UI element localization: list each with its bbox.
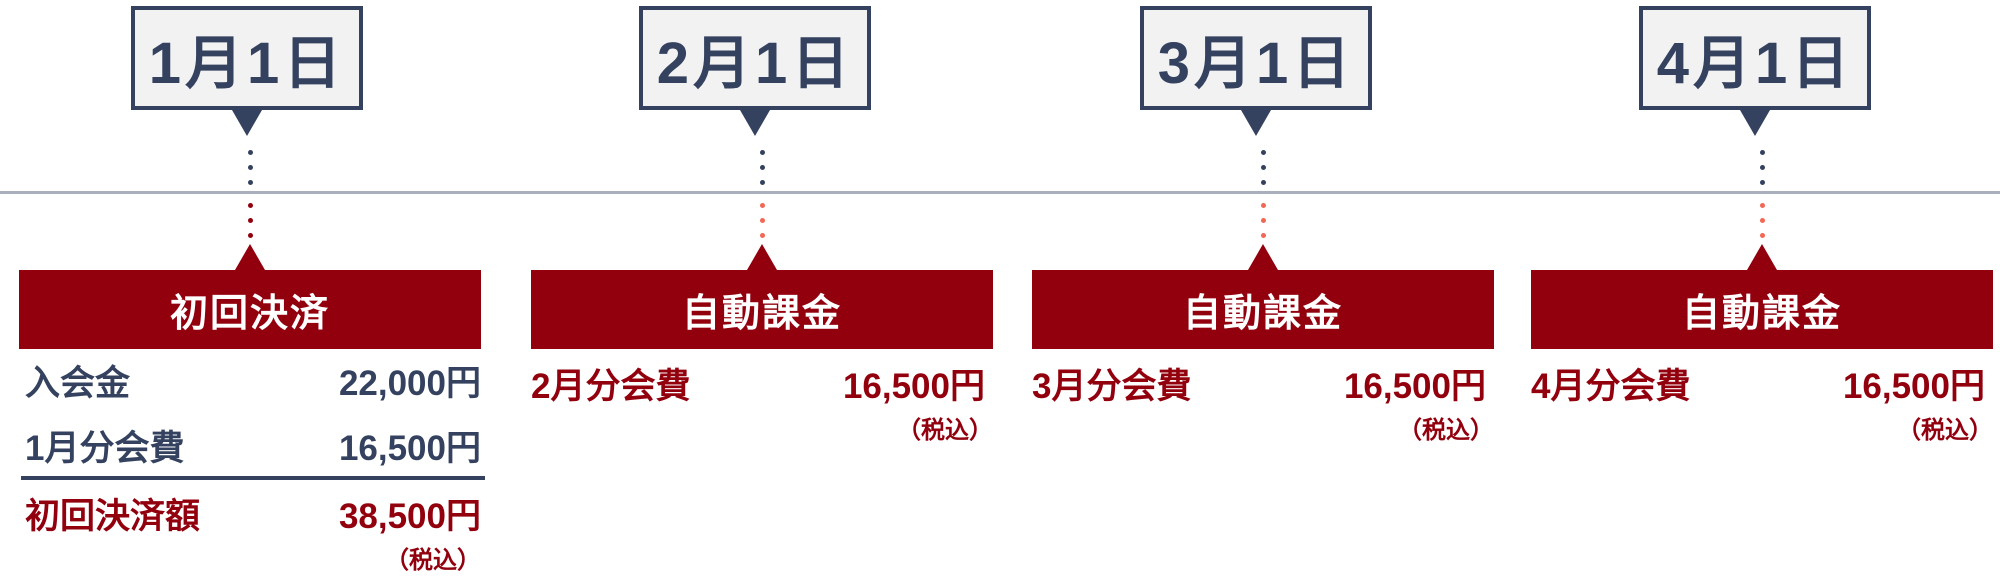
- payment-header: 初回決済: [19, 244, 481, 349]
- connector-dot: [1760, 203, 1765, 208]
- connector-dot: [760, 150, 765, 155]
- fee-amount: 16,500円: [842, 366, 985, 406]
- fee-row: 3月分会費 16,500円: [1032, 358, 1486, 408]
- date-text: 2月1日: [656, 31, 854, 96]
- connector-dot: [1261, 203, 1266, 208]
- header-text: 自動課金: [1182, 293, 1343, 335]
- date-label: 3月1日: [1140, 6, 1372, 136]
- connector-dot: [1261, 150, 1266, 155]
- connector-dot: [760, 233, 765, 238]
- connector-dot: [248, 165, 253, 170]
- payment-header: 自動課金: [531, 244, 993, 349]
- pointer-up-icon: [1747, 244, 1777, 270]
- connector-dot: [760, 218, 765, 223]
- connector-dot: [1261, 180, 1266, 185]
- tax-note: （税込）: [1398, 417, 1494, 444]
- fee-label: 2月分会費: [531, 366, 691, 406]
- total-divider: [21, 476, 485, 480]
- connector-dot: [1261, 233, 1266, 238]
- fee-label: 3月分会費: [1032, 366, 1192, 406]
- pointer-down-icon: [1241, 110, 1271, 136]
- fee-label: 4月分会費: [1531, 366, 1691, 406]
- date-label: 1月1日: [131, 6, 363, 136]
- connector-dot: [1760, 150, 1765, 155]
- connector-dot: [1261, 165, 1266, 170]
- tax-note: （税込）: [385, 547, 481, 574]
- fee-row: 2月分会費 16,500円: [531, 358, 985, 408]
- pointer-down-icon: [740, 110, 770, 136]
- connector-dot: [248, 150, 253, 155]
- header-text: 自動課金: [681, 293, 842, 335]
- fee-row: 入会金 22,000円: [25, 355, 481, 405]
- connector-dot: [760, 165, 765, 170]
- fee-label: 1月分会費: [25, 428, 185, 468]
- date-text: 1月1日: [148, 31, 346, 96]
- header-text: 初回決済: [169, 293, 330, 335]
- tax-note: （税込）: [1897, 417, 1993, 444]
- fee-row: 4月分会費 16,500円: [1531, 358, 1985, 408]
- pointer-down-icon: [1740, 110, 1770, 136]
- fee-amount: 22,000円: [338, 363, 481, 403]
- connector-dot: [1261, 218, 1266, 223]
- connector-dot: [1760, 233, 1765, 238]
- connector-dot: [760, 203, 765, 208]
- total-row: 初回決済額 38,500円: [25, 488, 481, 538]
- total-amount: 38,500円: [338, 496, 481, 536]
- pointer-up-icon: [235, 244, 265, 270]
- connector-dot: [760, 180, 765, 185]
- payment-header: 自動課金: [1032, 244, 1494, 349]
- connector-dot: [1760, 165, 1765, 170]
- date-text: 3月1日: [1157, 31, 1355, 96]
- connector-dot: [1760, 218, 1765, 223]
- timeline-column-apr: 4月1日 自動課金 4月分会費 16,500円 （税込）: [1531, 0, 1993, 586]
- pointer-up-icon: [1248, 244, 1278, 270]
- date-label: 2月1日: [639, 6, 871, 136]
- timeline-column-jan: 1月1日 初回決済 入会金 22,000円 1月分会費 16,500円 初回決済額 3…: [19, 0, 485, 586]
- pointer-up-icon: [747, 244, 777, 270]
- fee-amount: 16,500円: [338, 428, 481, 468]
- tax-note: （税込）: [897, 417, 993, 444]
- fee-row: 1月分会費 16,500円: [25, 420, 481, 470]
- total-label: 初回決済額: [25, 496, 201, 536]
- pointer-down-icon: [232, 110, 262, 136]
- timeline-column-feb: 2月1日 自動課金 2月分会費 16,500円 （税込）: [531, 0, 993, 586]
- fee-amount: 16,500円: [1343, 366, 1486, 406]
- connector-dot: [248, 203, 253, 208]
- date-text: 4月1日: [1656, 31, 1854, 96]
- header-text: 自動課金: [1681, 293, 1842, 335]
- timeline-column-mar: 3月1日 自動課金 3月分会費 16,500円 （税込）: [1032, 0, 1494, 586]
- date-label: 4月1日: [1639, 6, 1871, 136]
- fee-label: 入会金: [25, 363, 131, 403]
- timeline-axis: [0, 191, 2000, 194]
- fee-amount: 16,500円: [1842, 366, 1985, 406]
- connector-dot: [248, 233, 253, 238]
- connector-dot: [248, 218, 253, 223]
- payment-header: 自動課金: [1531, 244, 1993, 349]
- connector-dot: [248, 180, 253, 185]
- connector-dot: [1760, 180, 1765, 185]
